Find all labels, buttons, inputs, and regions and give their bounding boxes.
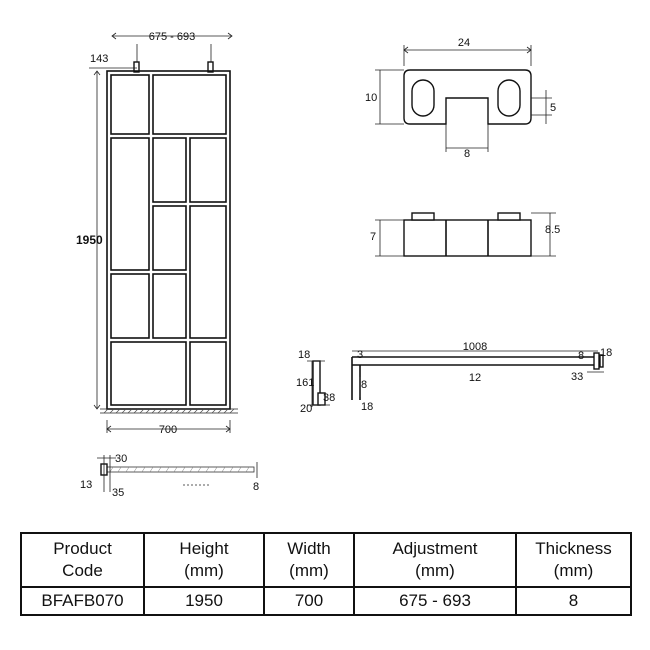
header-adjustment-line1: Adjustment: [392, 539, 478, 558]
dim-arm-length: 1008: [463, 341, 487, 353]
header-product-code-line1: Product: [53, 539, 112, 558]
header-adjustment-line2: (mm): [415, 561, 455, 580]
support-arm-detail: 3 1008 8 18 12 33 8 18 18 161 38 20: [296, 341, 612, 415]
dim-clip-width: 24: [458, 37, 470, 49]
header-product-code: Product Code: [20, 532, 145, 588]
clip-top-view: 24 10 5 8: [365, 37, 556, 160]
dim-arm-8-low: 8: [361, 379, 367, 391]
product-spec-table: Product Code Height (mm) Width (mm) Adju…: [20, 532, 632, 616]
cell-product-code: BFAFB070: [20, 586, 145, 616]
cell-thickness: 8: [515, 586, 632, 616]
dim-plan-13: 13: [80, 479, 92, 491]
table-row: BFAFB070 1950 700 675 - 693 8: [20, 586, 632, 616]
dim-arm-38: 38: [323, 392, 335, 404]
dim-arm-161: 161: [296, 377, 314, 389]
header-width: Width (mm): [263, 532, 355, 588]
dim-clip-side-height: 7: [370, 231, 376, 243]
dim-top-offset: 143: [90, 53, 108, 65]
dim-clip-slot: 5: [550, 102, 556, 114]
header-thickness: Thickness (mm): [515, 532, 632, 588]
cell-width: 700: [263, 586, 355, 616]
header-height: Height (mm): [143, 532, 265, 588]
dim-clip-height: 10: [365, 92, 377, 104]
panel-plan-view: 30 13 35 8: [80, 453, 259, 499]
dim-clip-foot: 8: [464, 148, 470, 160]
dim-arm-12: 12: [469, 372, 481, 384]
dim-arm-3: 3: [357, 349, 363, 361]
header-height-line1: Height: [179, 539, 229, 558]
dim-arm-8-right: 8: [578, 350, 584, 362]
cell-adjustment: 675 - 693: [353, 586, 517, 616]
dim-arm-20: 20: [300, 403, 312, 415]
dim-plan-8: 8: [253, 481, 259, 493]
clip-side-view: 7 8.5: [370, 212, 560, 257]
dim-panel-width: 700: [159, 424, 177, 436]
dim-plan-35: 35: [112, 487, 124, 499]
table-header-row: Product Code Height (mm) Width (mm) Adju…: [20, 532, 632, 588]
dim-arm-18-low: 18: [361, 401, 373, 413]
cell-height: 1950: [143, 586, 265, 616]
header-height-line2: (mm): [184, 561, 224, 580]
panel-front-elevation: 675 - 693 143: [76, 31, 238, 436]
header-width-line1: Width: [287, 539, 331, 558]
header-adjustment: Adjustment (mm): [353, 532, 517, 588]
header-width-line2: (mm): [289, 561, 329, 580]
dim-plan-30: 30: [115, 453, 127, 465]
dim-arm-18-right: 18: [600, 347, 612, 359]
dim-top-width-range: 675 - 693: [149, 31, 195, 43]
header-product-code-line2: Code: [62, 561, 103, 580]
header-thickness-line2: (mm): [553, 561, 594, 580]
header-thickness-line1: Thickness: [535, 539, 612, 558]
technical-drawing: 675 - 693 143: [76, 31, 612, 499]
dim-panel-height: 1950: [76, 233, 103, 247]
dim-arm-33: 33: [571, 371, 583, 383]
dim-clip-side-total: 8.5: [545, 224, 560, 236]
dim-arm-top-18: 18: [298, 349, 310, 361]
